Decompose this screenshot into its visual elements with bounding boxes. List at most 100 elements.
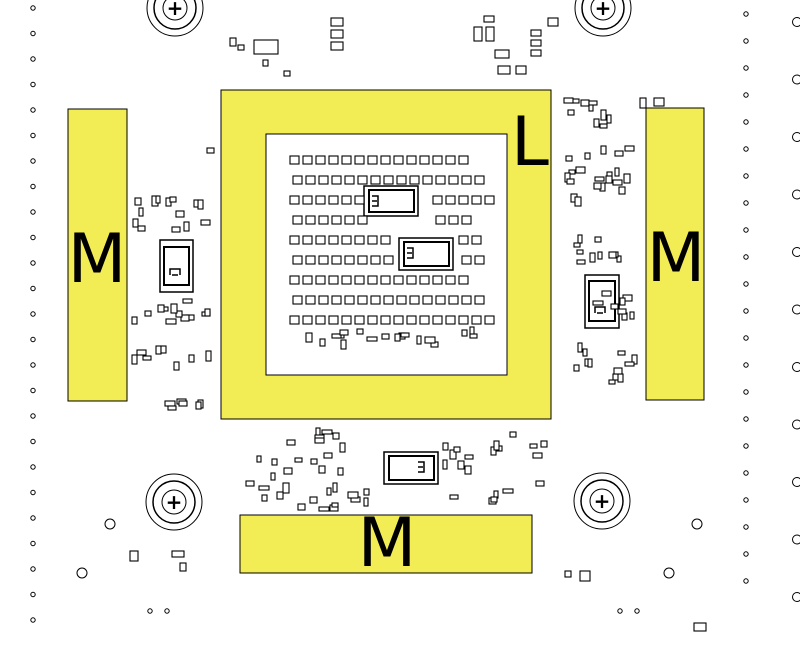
- smd-part: [339, 442, 346, 453]
- smd-part: [483, 15, 495, 23]
- smd-part: [471, 235, 482, 245]
- smd-part: [305, 295, 316, 305]
- via-dot: [30, 260, 36, 266]
- smd-part: [332, 482, 338, 493]
- left-module-rect: [67, 108, 128, 402]
- via-dot: [30, 540, 36, 547]
- smd-part: [432, 195, 443, 205]
- via-dot: [30, 566, 36, 572]
- smd-part: [566, 178, 575, 185]
- smd-part: [380, 155, 391, 165]
- edge-marker: [792, 132, 800, 142]
- via-dot: [743, 443, 749, 449]
- via-dot: [30, 617, 36, 623]
- smd-part: [331, 502, 339, 508]
- smd-part: [406, 155, 417, 165]
- center-frame-label: L: [511, 103, 549, 182]
- smd-part: [302, 195, 313, 205]
- smd-part: [188, 354, 195, 363]
- edge-marker: [792, 362, 800, 372]
- smd-part: [458, 275, 469, 285]
- mounting-hole-symbol: +: [166, 490, 183, 514]
- edge-marker: [792, 592, 800, 602]
- smd-part: [132, 218, 139, 228]
- smd-part: [283, 70, 291, 77]
- right-module-label: M: [647, 219, 706, 298]
- smd-part: [367, 235, 378, 245]
- smd-part: [435, 295, 446, 305]
- smd-part: [167, 405, 177, 411]
- smd-part: [309, 496, 318, 504]
- smd-part: [180, 314, 190, 322]
- mounting-hole-top-left: +: [146, 0, 204, 37]
- smd-part: [357, 255, 368, 265]
- via-dot: [634, 608, 640, 614]
- smd-part: [160, 345, 167, 354]
- smd-part: [131, 354, 138, 365]
- center-frame-shape: [220, 89, 552, 420]
- smd-part: [617, 308, 627, 315]
- smd-part: [435, 175, 446, 185]
- via-dot: [30, 591, 36, 598]
- smd-part: [573, 364, 580, 372]
- smd-part: [381, 333, 390, 340]
- via-dot: [743, 578, 749, 584]
- smd-part: [305, 215, 316, 225]
- smd-part: [318, 215, 329, 225]
- smd-part: [593, 182, 602, 190]
- smd-part: [442, 442, 449, 451]
- smd-part: [582, 348, 588, 357]
- smd-part: [144, 310, 152, 317]
- smd-part: [271, 458, 278, 466]
- smd-part: [624, 361, 635, 367]
- smd-part: [170, 303, 178, 314]
- smd-part: [409, 175, 420, 185]
- smd-part: [448, 295, 459, 305]
- bottom-module-label: M: [358, 504, 417, 583]
- smd-part: [229, 37, 237, 47]
- mounting-hole-symbol: +: [594, 489, 611, 513]
- via-dot: [30, 464, 36, 470]
- smd-part: [131, 316, 138, 325]
- smd-part: [315, 275, 326, 285]
- smd-part: [331, 333, 342, 339]
- package-left-module: [159, 239, 194, 293]
- via-dot: [743, 362, 749, 368]
- smd-part: [367, 275, 378, 285]
- mounting-hole-symbol: +: [595, 0, 612, 20]
- smd-part: [406, 275, 417, 285]
- smd-part: [205, 350, 212, 362]
- via-dot: [743, 65, 749, 71]
- smd-part: [292, 175, 303, 185]
- smd-part: [535, 480, 545, 487]
- via-dot: [743, 551, 749, 557]
- smd-part: [341, 155, 352, 165]
- smd-part: [485, 26, 495, 42]
- left-module-label: M: [68, 220, 127, 299]
- smd-part: [237, 44, 245, 51]
- smd-part: [574, 196, 582, 207]
- smd-part: [137, 225, 146, 232]
- smd-part: [344, 175, 355, 185]
- smd-part: [424, 336, 436, 344]
- smd-part: [449, 449, 457, 460]
- edge-marker: [792, 247, 800, 257]
- via-dot: [147, 608, 153, 614]
- right-module: M: [645, 107, 706, 401]
- smd-part: [573, 242, 581, 248]
- via-dot: [743, 173, 749, 179]
- smd-part: [331, 295, 342, 305]
- smd-part: [357, 215, 368, 225]
- via-dot: [743, 470, 749, 476]
- smd-part: [614, 167, 620, 177]
- smd-part: [129, 550, 139, 562]
- smd-part: [341, 195, 352, 205]
- smd-part: [493, 440, 500, 451]
- smd-part: [289, 315, 300, 325]
- smd-part: [448, 175, 459, 185]
- smd-part: [294, 457, 303, 463]
- smd-part: [432, 275, 443, 285]
- smd-part: [474, 175, 485, 185]
- smd-part: [396, 175, 407, 185]
- smd-part: [206, 147, 215, 154]
